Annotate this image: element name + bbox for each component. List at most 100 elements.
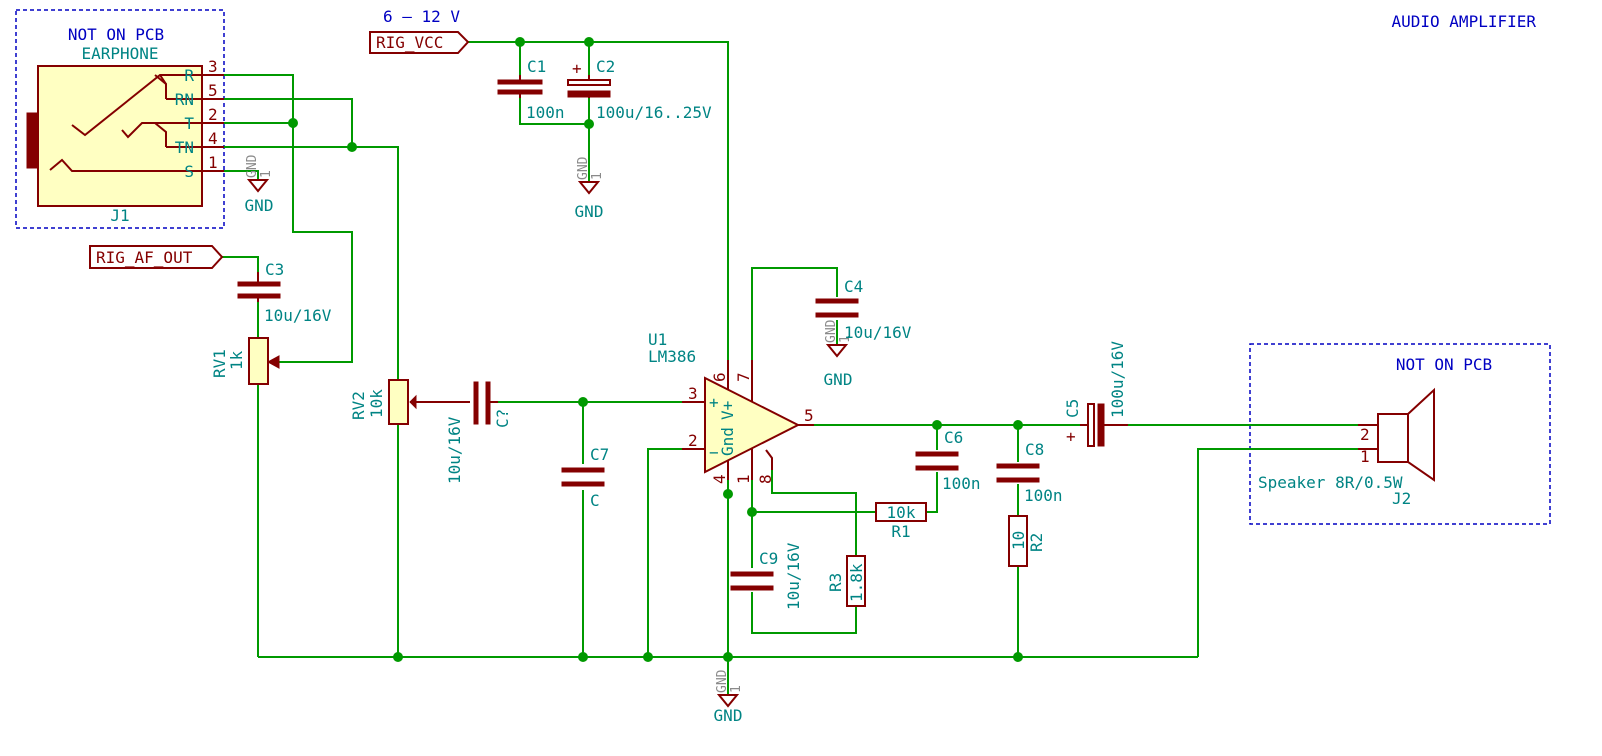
junctions	[288, 37, 1023, 662]
svg-text:GND: GND	[824, 370, 853, 389]
potentiometer-rv2: RV2 10k	[349, 379, 470, 425]
svg-text:1: 1	[838, 335, 853, 343]
svg-text:100u/16..25V: 100u/16..25V	[596, 103, 712, 122]
svg-text:C5: C5	[1063, 399, 1082, 418]
svg-text:10u/16V: 10u/16V	[844, 323, 912, 342]
svg-text:8: 8	[756, 474, 775, 484]
svg-text:10u/16V: 10u/16V	[784, 542, 803, 610]
svg-text:1: 1	[734, 474, 753, 484]
svg-text:1: 1	[590, 172, 605, 180]
j1-ref: J1	[110, 206, 129, 225]
amplifier-u1: U1 LM386 3 2 5 6 7 4 1 8 + − Gnd V+	[648, 330, 814, 484]
svg-text:Gnd: Gnd	[718, 427, 737, 456]
svg-text:C8: C8	[1025, 440, 1044, 459]
svg-text:C6: C6	[944, 428, 963, 447]
not-on-pcb-label-speaker: NOT ON PCB	[1396, 355, 1492, 374]
svg-text:−: −	[709, 443, 719, 462]
svg-text:1: 1	[729, 685, 744, 693]
svg-text:10k: 10k	[887, 503, 916, 522]
j1-value: EARPHONE	[81, 44, 158, 63]
earphone-jack-j1: EARPHONE J1 R RN T TN S 3 5 2 4 1	[26, 44, 224, 225]
svg-text:100u/16V: 100u/16V	[1108, 341, 1127, 418]
gnd-symbol-c4: GND 1 GND	[824, 319, 853, 389]
svg-text:3: 3	[688, 384, 698, 403]
svg-text:100n: 100n	[942, 474, 981, 493]
svg-text:1k: 1k	[227, 350, 246, 370]
svg-text:C7: C7	[590, 445, 609, 464]
svg-text:10u/16V: 10u/16V	[264, 306, 332, 325]
wires	[222, 41, 1358, 695]
resistor-r3: R3 1.8k	[826, 555, 866, 607]
svg-text:R3: R3	[826, 573, 845, 592]
capacitor-c5: + C5 100u/16V	[1063, 341, 1128, 447]
svg-text:2: 2	[208, 105, 218, 124]
svg-text:C1: C1	[527, 57, 546, 76]
svg-text:V+: V+	[718, 401, 737, 420]
capacitor-c7: C7 C	[561, 445, 609, 510]
svg-text:5: 5	[804, 406, 814, 425]
svg-text:GND: GND	[714, 706, 743, 725]
speaker-j2: 2 1 Speaker 8R/0.5W J2	[1258, 387, 1435, 508]
not-on-pcb-box-earphone	[15, 9, 225, 229]
capacitor-c1: C1 100n	[497, 57, 565, 122]
svg-text:1: 1	[259, 170, 274, 178]
svg-text:GND: GND	[575, 202, 604, 221]
capacitor-c2: + C2 100u/16..25V	[567, 57, 712, 122]
svg-text:GND: GND	[715, 669, 730, 693]
svg-text:R1: R1	[891, 522, 910, 541]
u1-ref: U1	[648, 330, 667, 349]
svg-text:C9: C9	[759, 549, 778, 568]
svg-text:S: S	[184, 162, 194, 181]
svg-text:RIG_VCC: RIG_VCC	[376, 33, 443, 52]
svg-text:C?: C?	[493, 409, 512, 428]
not-on-pcb-box-speaker	[1249, 343, 1551, 525]
j2-ref: J2	[1392, 489, 1411, 508]
svg-text:C4: C4	[844, 277, 863, 296]
svg-text:C3: C3	[265, 260, 284, 279]
svg-text:TN: TN	[175, 138, 194, 157]
svg-text:+: +	[572, 59, 582, 78]
svg-text:2: 2	[1360, 425, 1370, 444]
capacitor-c3: C3 10u/16V	[237, 260, 332, 325]
svg-text:10u/16V: 10u/16V	[445, 416, 464, 484]
svg-text:1: 1	[1360, 447, 1370, 466]
svg-text:4: 4	[208, 129, 218, 148]
svg-text:2: 2	[688, 431, 698, 450]
svg-text:GND: GND	[245, 196, 274, 215]
supply-voltage-note: 6 – 12 V	[383, 7, 460, 26]
not-on-pcb-label-earphone: NOT ON PCB	[68, 25, 164, 44]
svg-text:RN: RN	[175, 90, 194, 109]
svg-text:RV2: RV2	[349, 391, 368, 420]
svg-text:100n: 100n	[1024, 486, 1063, 505]
svg-text:T: T	[184, 114, 194, 133]
capacitor-c9: C9 10u/16V	[730, 542, 803, 610]
svg-text:GND: GND	[245, 154, 260, 178]
resistor-r2: 10 R2	[1008, 515, 1046, 567]
potentiometer-rv1: RV1 1k	[210, 337, 280, 385]
svg-text:R: R	[184, 66, 194, 85]
svg-text:+: +	[1066, 427, 1076, 446]
net-label-rig-af-out: RIG_AF_OUT	[89, 245, 224, 269]
svg-text:1.8k: 1.8k	[847, 563, 866, 602]
resistor-r1: 10k R1	[875, 502, 927, 541]
svg-text:3: 3	[208, 57, 218, 76]
svg-text:10k: 10k	[367, 389, 386, 418]
capacitor-c8: C8 100n	[996, 440, 1063, 505]
capacitor-c6: C6 100n	[915, 428, 981, 493]
svg-text:C2: C2	[596, 57, 615, 76]
svg-text:5: 5	[208, 81, 218, 100]
gnd-symbol-main: GND 1 GND	[714, 669, 744, 725]
svg-text:+: +	[709, 393, 719, 412]
gnd-symbol-supply: GND 1 GND	[575, 156, 605, 221]
svg-text:RIG_AF_OUT: RIG_AF_OUT	[96, 248, 193, 267]
capacitor-c-unassigned: 10u/16V C?	[445, 381, 512, 484]
svg-text:GND: GND	[576, 156, 591, 180]
svg-text:C: C	[590, 491, 600, 510]
u1-value: LM386	[648, 347, 696, 366]
capacitor-c4: C4 10u/16V	[815, 277, 912, 342]
svg-text:4: 4	[710, 474, 729, 484]
svg-text:6: 6	[710, 372, 729, 382]
svg-text:1: 1	[208, 153, 218, 172]
svg-text:7: 7	[734, 372, 753, 382]
